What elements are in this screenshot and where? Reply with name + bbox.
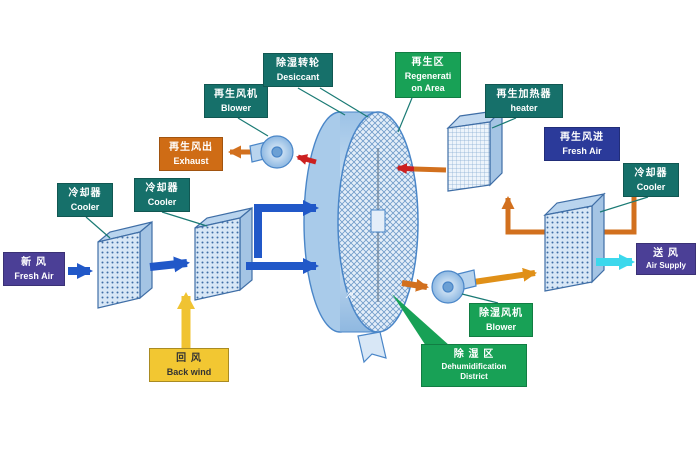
label-regen-blower: 再生风机 Blower (204, 84, 268, 118)
label-cooler-right: 冷却器 Cooler (623, 163, 679, 197)
watermark-text: xt (346, 290, 354, 301)
flow-arrow-wheel-to-dehum-blower (401, 278, 429, 292)
label-cooler-left-2-zh: 冷却器 (145, 183, 179, 194)
flow-arrow-cooler1-cooler2 (149, 256, 190, 273)
heater-box (446, 108, 504, 192)
label-exhaust-zh: 再生风出 (169, 142, 213, 153)
label-cooler-left-2-en: Cooler (147, 196, 177, 207)
label-desiccant: 除湿转轮 Desiccant (263, 53, 333, 87)
flow-blue-arrows (68, 200, 319, 279)
label-back-wind-zh: 回 风 (176, 353, 202, 364)
desiccant-wheel (303, 111, 419, 333)
label-regen-area-en2: on Area (411, 82, 445, 93)
leader-lines (85, 87, 649, 304)
cooler-box-left-1 (97, 220, 153, 309)
label-regen-blower-en: Blower (220, 102, 251, 113)
label-dehum-blower-en: Blower (485, 321, 516, 332)
flow-arrow-wheel-to-blower-red (296, 154, 317, 165)
label-regen-blower-zh: 再生风机 (214, 89, 258, 100)
label-cooler-left-1-en: Cooler (70, 201, 100, 212)
label-desiccant-en: Desiccant (276, 71, 320, 82)
label-regen-fresh-air: 再生风进 Fresh Air (544, 127, 620, 161)
flow-arrow-blower-to-cooler (466, 267, 537, 286)
label-dehum-district-en2: District (460, 372, 488, 382)
label-exhaust: 再生风出 Exhaust (159, 137, 223, 171)
label-fresh-air-in-zh: 新 风 (21, 257, 47, 268)
label-fresh-air-in: 新 风 Fresh Air (3, 252, 65, 286)
label-regen-area-zh: 再生区 (411, 57, 445, 68)
label-dehum-blower: 除湿风机 Blower (469, 303, 533, 337)
dehum-blower-shape (431, 269, 477, 304)
label-fresh-air-in-en: Fresh Air (14, 270, 54, 281)
label-cooler-left-1-zh: 冷却器 (68, 188, 102, 199)
label-cooler-left-2: 冷却器 Cooler (134, 178, 190, 212)
label-exhaust-en: Exhaust (173, 155, 209, 166)
label-heater: 再生加热器 heater (485, 84, 563, 118)
label-heater-zh: 再生加热器 (496, 89, 552, 100)
cooler-box-left-2 (194, 206, 253, 301)
label-dehum-district-en1: Dehumidification (441, 361, 507, 371)
label-air-supply: 送 风 Air Supply (636, 243, 696, 276)
label-dehum-district-zh: 除 湿 区 (453, 349, 495, 360)
label-cooler-right-zh: 冷却器 (634, 168, 668, 179)
label-dehum-district: 除 湿 区 Dehumidification District (421, 344, 527, 388)
dehum-district-pointer (392, 294, 450, 346)
flow-arrow-into-wheel-red (396, 163, 415, 175)
label-back-wind: 回 风 Back wind (149, 348, 229, 382)
wheel-hub (370, 209, 386, 233)
curl-shape (357, 331, 387, 364)
label-regen-area: 再生区 Regenerati on Area (395, 52, 461, 98)
label-cooler-right-en: Cooler (636, 181, 666, 192)
label-regen-area-en1: Regenerati (404, 70, 452, 81)
label-regen-fresh-air-zh: 再生风进 (560, 132, 604, 143)
label-dehum-blower-zh: 除湿风机 (479, 308, 523, 319)
flow-arrow-heater-out (413, 166, 447, 173)
label-desiccant-zh: 除湿转轮 (276, 58, 320, 69)
label-heater-en: heater (510, 102, 538, 113)
flow-arrow-cooler2-wheel-high (254, 200, 319, 258)
label-cooler-left-1: 冷却器 Cooler (57, 183, 113, 217)
label-back-wind-en: Back wind (166, 366, 212, 377)
label-air-supply-en: Air Supply (645, 260, 686, 270)
cooler-box-right (543, 192, 606, 292)
regen-blower-shape (249, 135, 294, 169)
label-regen-fresh-air-en: Fresh Air (562, 145, 602, 156)
label-air-supply-zh: 送 风 (653, 248, 679, 259)
